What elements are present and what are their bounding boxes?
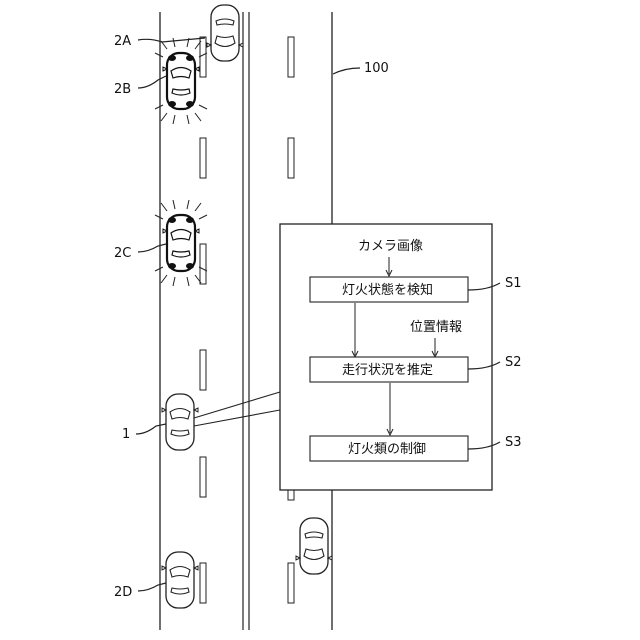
step-2-text: 走行状況を推定 [342,363,433,378]
label-2c: 2C [114,246,131,261]
label-s3: S3 [505,435,522,450]
callout-line-top [194,392,280,418]
leader-2c [138,244,166,252]
left-lane-dashes [200,37,206,603]
callout-line-bottom [194,410,280,426]
car-2d [162,552,198,608]
label-2d: 2D [114,585,132,600]
car-2c [155,200,207,286]
label-1: 1 [122,427,130,442]
car-oncoming [296,518,332,574]
leader-2d [138,583,166,591]
car-own-vehicle [162,394,198,450]
leader-2b [138,76,166,88]
label-2b: 2B [114,82,131,97]
label-s2: S2 [505,355,522,370]
label-s1: S1 [505,276,522,291]
car-2a [207,5,243,61]
input-camera-image: カメラ画像 [358,239,423,254]
leader-1 [136,424,166,434]
label-2a: 2A [114,34,131,49]
label-100: 100 [364,61,389,76]
car-2b [155,38,207,124]
leader-2a [138,38,205,42]
input-position-info: 位置情報 [410,320,462,335]
step-3-text: 灯火類の制御 [348,442,426,457]
leader-100 [333,68,360,74]
step-1-text: 灯火状態を検知 [342,282,433,298]
